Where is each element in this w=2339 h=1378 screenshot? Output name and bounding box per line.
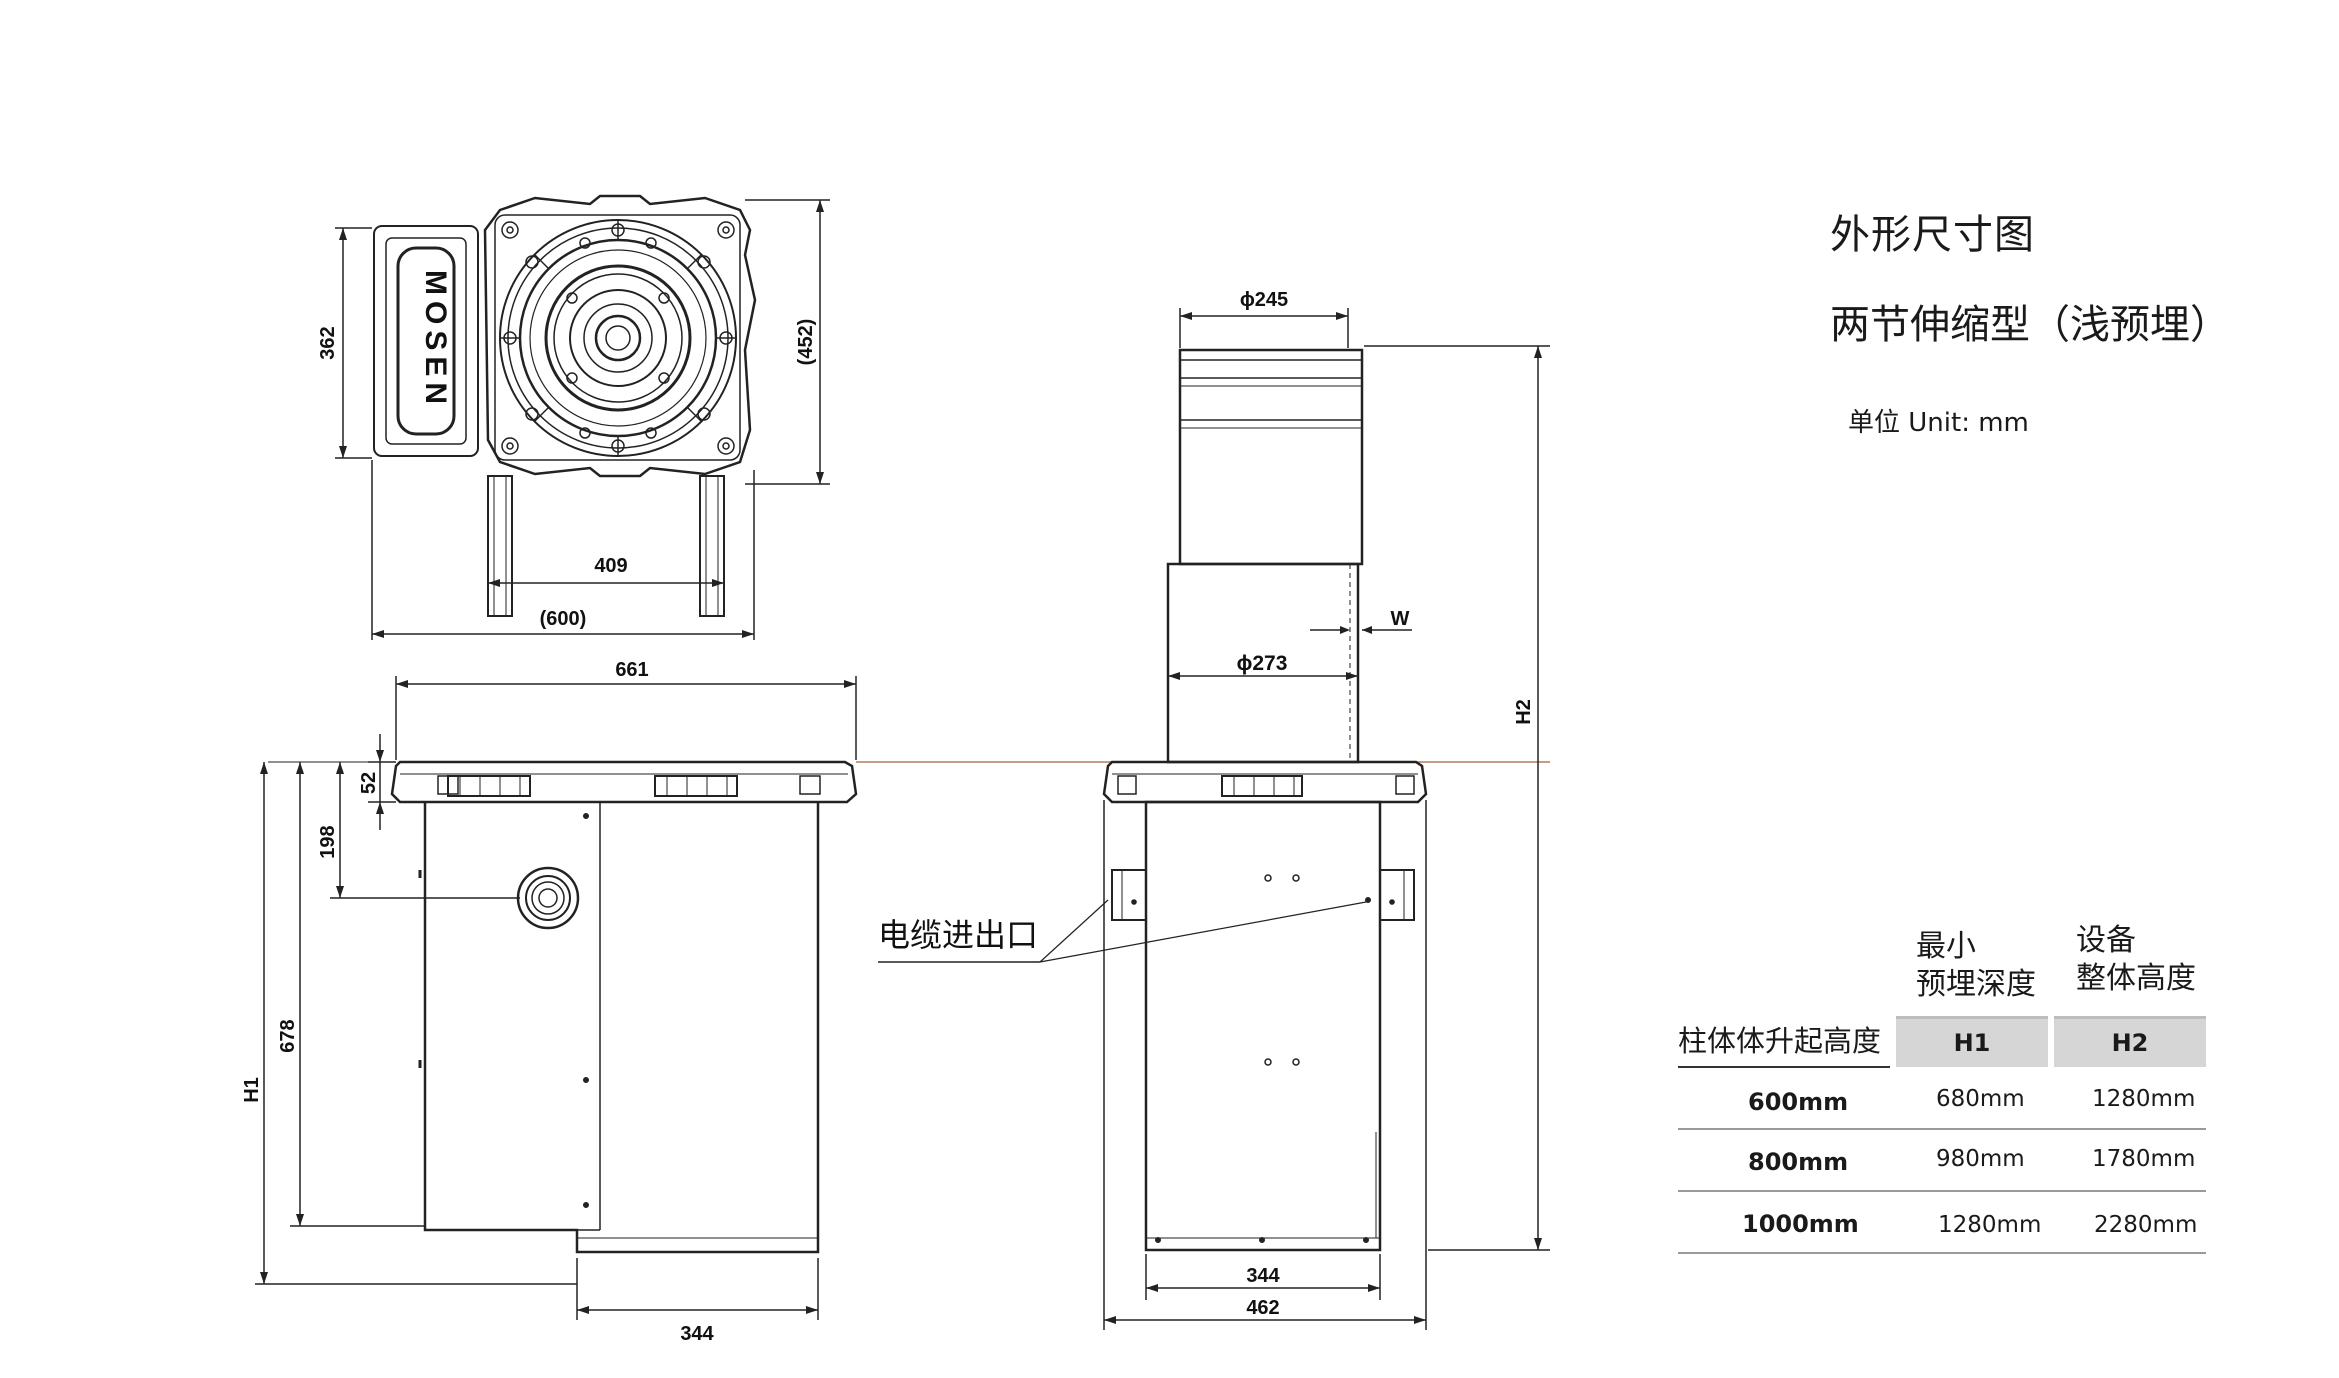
dim-52: 52 <box>358 772 380 794</box>
table-row-height: 800mm <box>1748 1148 1849 1176</box>
table-row-h1: 1280mm <box>1938 1212 2042 1238</box>
table-row-height: 600mm <box>1748 1088 1849 1116</box>
table-header-rule <box>1678 1066 1890 1068</box>
table-row-rule <box>1678 1252 2206 1254</box>
table-row-h2: 1780mm <box>2092 1146 2196 1172</box>
top-view-left-leg <box>487 475 513 617</box>
side-view-cable-port <box>516 866 580 930</box>
dim-w: W <box>1391 608 1410 630</box>
side-view-body <box>423 802 820 1254</box>
table-head-h1: 最小 预埋深度 <box>1916 928 2036 1004</box>
dim-462: 462 <box>1246 1297 1279 1319</box>
table-row-h1: 680mm <box>1936 1086 2025 1112</box>
dim-452: (452) <box>795 319 817 366</box>
dim-198: 198 <box>317 825 339 858</box>
front-view-left-port <box>1111 869 1147 921</box>
front-view-upper-column <box>1178 348 1364 566</box>
dim-h2: H2 <box>1513 699 1535 725</box>
dim-409: 409 <box>594 555 627 577</box>
page-subtitle: 两节伸缩型（浅预埋） <box>1830 302 2230 348</box>
front-view-right-port <box>1379 869 1415 921</box>
dim-phi-273: ϕ273 <box>1237 652 1288 675</box>
dim-344-front: 344 <box>1246 1265 1280 1287</box>
table-head-h1-line1: 最小 <box>1916 929 1976 964</box>
top-view-right-leg <box>699 475 725 617</box>
page-title: 外形尺寸图 <box>1830 212 2035 258</box>
table-row-height: 1000mm <box>1742 1210 1859 1238</box>
table-row-h1: 980mm <box>1936 1146 2025 1172</box>
dim-h1: H1 <box>241 1077 263 1103</box>
top-view <box>335 194 830 640</box>
dim-678: 678 <box>277 1019 299 1052</box>
brand-logo: MOSEN <box>419 270 452 410</box>
side-view <box>255 676 858 1320</box>
table-head-h1-line2: 预埋深度 <box>1916 967 2036 1002</box>
dim-600: (600) <box>540 608 587 630</box>
table-col-h2: H2 <box>2054 1016 2206 1067</box>
table-row-h2: 2280mm <box>2094 1212 2198 1238</box>
front-view-flange <box>1102 760 1428 804</box>
table-head-h2-line1: 设备 <box>2076 923 2136 958</box>
front-view <box>878 308 1550 1330</box>
dim-344-side: 344 <box>680 1323 714 1345</box>
table-row-rule <box>1678 1128 2206 1130</box>
dim-362: 362 <box>317 326 339 359</box>
top-view-housing <box>483 194 757 478</box>
table-row-rule <box>1678 1190 2206 1192</box>
table-row-header-label: 柱体体升起高度 <box>1678 1024 1882 1058</box>
table-head-h2-line2: 整体高度 <box>2076 961 2196 996</box>
top-view-door-panel <box>373 225 479 457</box>
dim-phi-245: ϕ245 <box>1240 289 1288 311</box>
top-view-bolts <box>501 221 735 455</box>
table-head-h2: 设备 整体高度 <box>2076 922 2196 998</box>
table-col-h1: H1 <box>1896 1016 2048 1067</box>
table-row-h2: 1280mm <box>2092 1086 2196 1112</box>
side-view-flange <box>390 760 858 804</box>
front-view-body <box>1144 800 1382 1252</box>
dim-661: 661 <box>615 659 648 681</box>
cable-callout-label: 电缆进出口 <box>878 916 1038 954</box>
unit-label: 单位 Unit: mm <box>1848 408 2029 438</box>
